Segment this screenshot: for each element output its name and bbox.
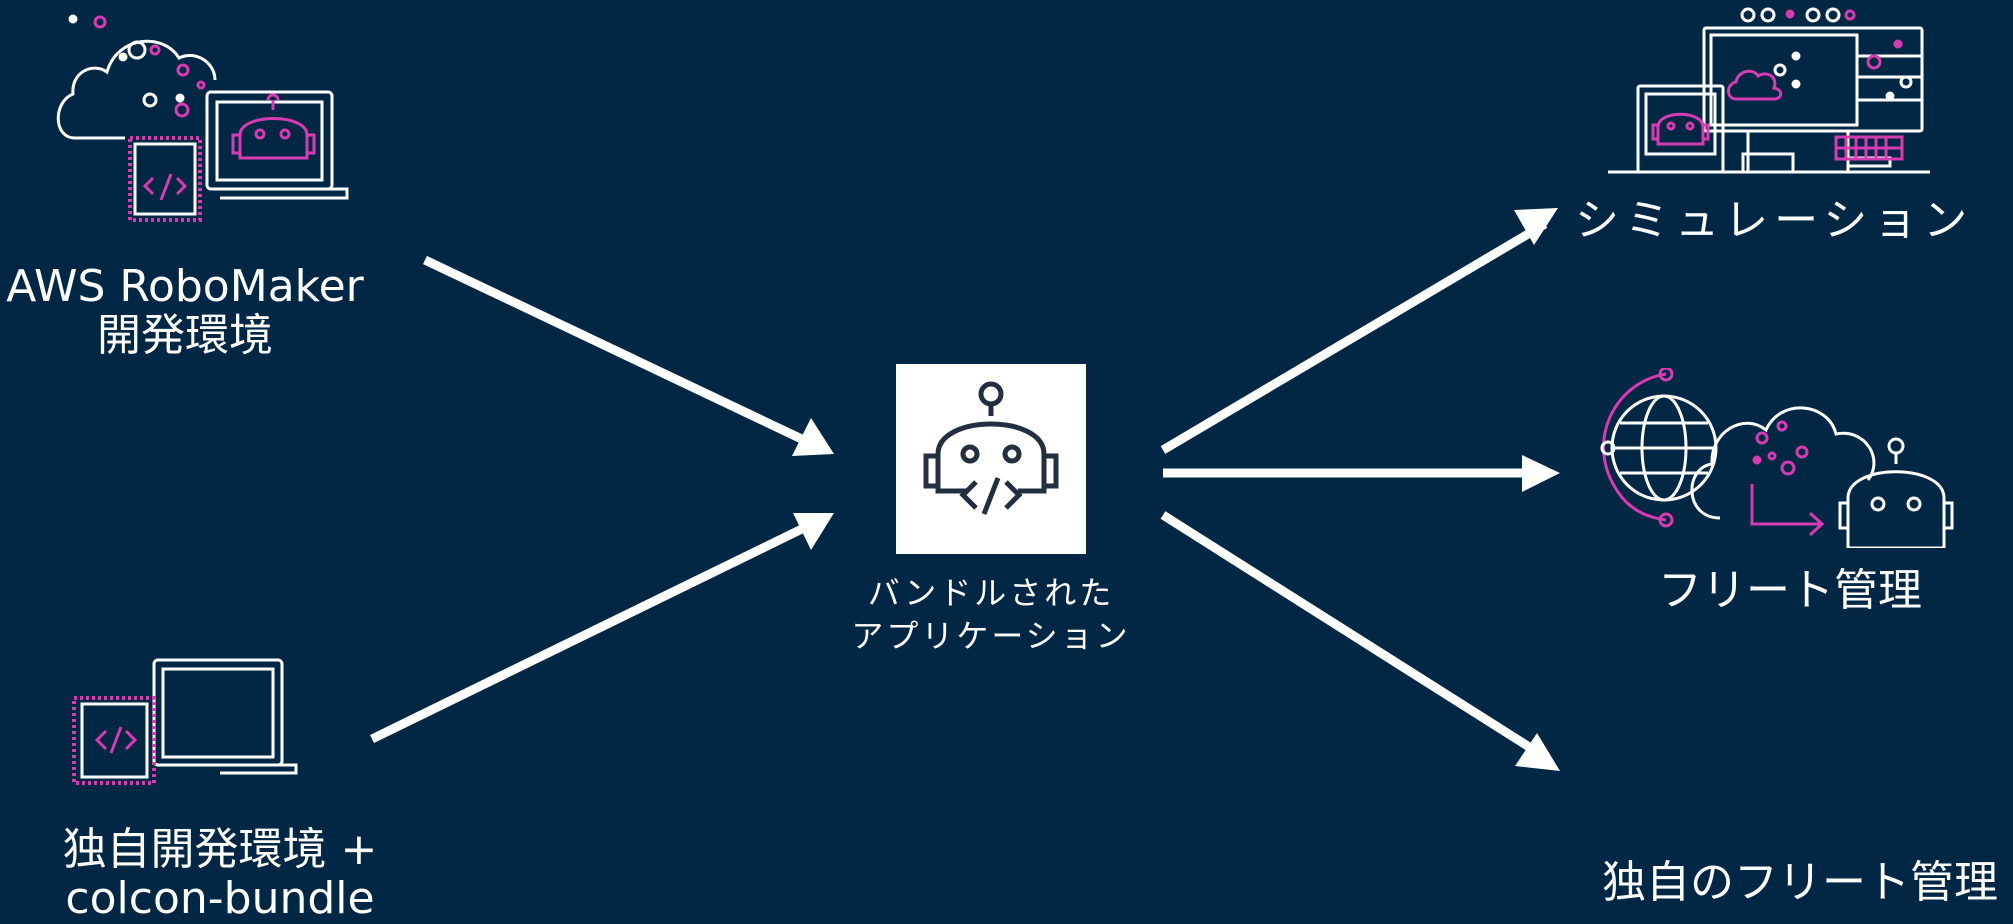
robomaker-label-line1: AWS RoboMaker [6, 261, 364, 312]
simulation-label-text: シミュレーション [1575, 195, 1974, 246]
arrowhead-5 [1515, 733, 1560, 771]
arrowhead-3 [1514, 208, 1558, 245]
bundle-box [896, 364, 1086, 554]
bundle-label-line2: アプリケーション [851, 617, 1131, 656]
own-fleet-label-text: 独自のフリート管理 [1602, 857, 1998, 908]
arrow-bundle-to-own-fleet [1160, 511, 1548, 761]
globe-cloud-robot-icon [1600, 368, 1954, 548]
bundle-label-line1: バンドルされた [867, 574, 1115, 612]
fleet-label: フリート管理 [1600, 565, 1980, 616]
arrowhead-2 [793, 513, 834, 550]
desktop-simulation-icon [1608, 7, 1930, 174]
robomaker-label: AWS RoboMaker 開発環境 [0, 262, 370, 361]
robot-icon [1705, 730, 1855, 845]
robot-code-icon [923, 381, 1059, 515]
robomaker-label-line2: 開発環境 [97, 310, 273, 362]
custom-env-label-line1: 独自開発環境 + [62, 824, 378, 875]
custom-env-label-line2: colcon-bundle [65, 873, 375, 924]
own-fleet-label: 独自のフリート管理 [1590, 857, 2010, 908]
arrowhead-1 [792, 418, 834, 456]
custom-env-label: 独自開発環境 + colcon-bundle [0, 825, 440, 924]
arrow-custom-to-bundle [370, 520, 812, 744]
laptop-chip-icon [72, 658, 298, 785]
fleet-label-text: フリート管理 [1658, 565, 1922, 616]
arrow-robomaker-to-bundle [423, 255, 812, 448]
bundle-label: バンドルされた アプリケーション [830, 572, 1152, 658]
simulation-label: シミュレーション [1575, 195, 1974, 246]
arrow-bundle-to-simulation [1160, 220, 1548, 454]
cloud-laptop-chip-robot-icon [56, 14, 349, 222]
arrowhead-4 [1522, 455, 1560, 492]
